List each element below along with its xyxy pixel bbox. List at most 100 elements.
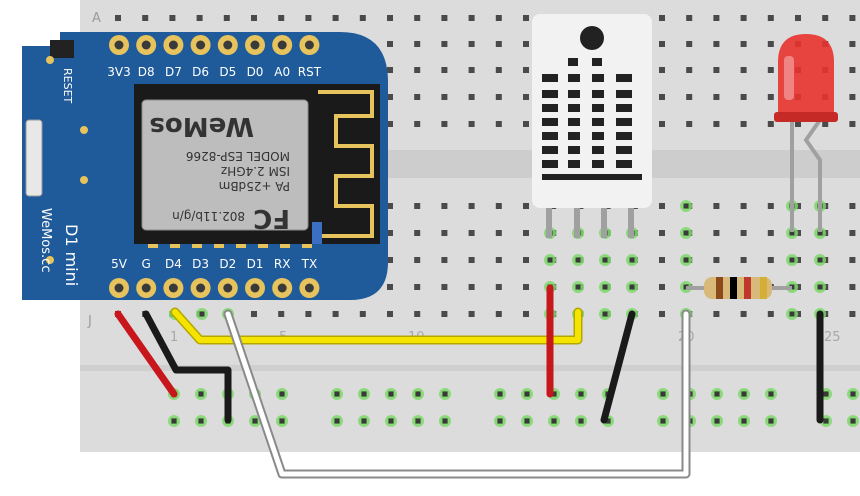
bottom-pin-pad-hole: [223, 283, 233, 293]
black-wire-ground: [142, 310, 232, 424]
breadboard-hole: [767, 41, 774, 47]
breadboard-hole: [441, 230, 448, 236]
connected-hole-center: [850, 391, 856, 397]
red-wire-power: [114, 310, 178, 398]
breadboard-hole: [849, 94, 856, 100]
breadboard-hole: [659, 94, 665, 100]
module-brand-label: WeMos: [149, 111, 254, 141]
breadboard-hole: [251, 311, 257, 317]
top-pin-label: D5: [219, 65, 236, 79]
bottom-pin-pad-hole: [304, 283, 314, 293]
pcb-antenna: [318, 90, 374, 238]
led-dome: [778, 34, 834, 120]
top-pin-label: D7: [165, 65, 182, 79]
bottom-pin-label: D3: [192, 257, 209, 271]
breadboard-hole: [740, 67, 747, 73]
grill-slot: [616, 146, 632, 154]
bottom-pin-label: RX: [274, 257, 291, 271]
bottom-pin-pad-hole: [196, 283, 206, 293]
breadboard-hole: [686, 15, 693, 21]
breadboard-hole: [713, 15, 720, 21]
breadboard-hole: [278, 15, 285, 21]
breadboard-hole: [414, 257, 421, 263]
bottom-pin-label: TX: [301, 257, 318, 271]
breadboard-hole: [441, 121, 448, 127]
connected-hole-center: [789, 257, 795, 263]
breadboard-hole: [523, 257, 529, 263]
breadboard-hole: [523, 284, 529, 290]
breadboard-hole: [495, 94, 502, 100]
breadboard-hole: [441, 41, 448, 47]
led-rim: [774, 112, 838, 122]
breadboard-hole: [849, 15, 856, 21]
connected-hole-center: [602, 257, 608, 263]
breadboard-hole: [414, 284, 421, 290]
breadboard-hole: [414, 203, 421, 209]
breadboard-hole: [305, 15, 312, 21]
grill-slot: [568, 132, 580, 140]
top-pin-label: 3V3: [107, 65, 130, 79]
breadboard-hole: [767, 67, 774, 73]
connected-hole-center: [524, 391, 530, 397]
breadboard-hole: [740, 203, 747, 209]
breadboard-hole: [659, 41, 665, 47]
grill-slot: [616, 90, 632, 98]
breadboard-hole: [767, 230, 774, 236]
grill-slot: [542, 160, 558, 168]
grill-slot: [616, 104, 632, 112]
breadboard-hole: [686, 41, 693, 47]
resistor-band: [730, 277, 737, 299]
connected-hole-center: [714, 391, 720, 397]
breadboard-hole: [523, 15, 529, 21]
connected-hole-center: [578, 391, 584, 397]
connected-hole-center: [361, 391, 367, 397]
breadboard-hole: [713, 121, 720, 127]
connected-hole-center: [334, 391, 340, 397]
dht-sensor: [532, 14, 652, 238]
breadboard-hole: [495, 67, 502, 73]
breadboard-hole: [169, 15, 176, 21]
breadboard-hole: [849, 257, 856, 263]
sensor-grill: [542, 58, 642, 180]
breadboard-hole: [387, 257, 393, 263]
grill-slot: [568, 58, 578, 66]
resistor: [686, 277, 792, 299]
board-name-label: D1 mini: [62, 224, 81, 286]
connected-hole-center: [279, 391, 285, 397]
breadboard-hole: [495, 15, 502, 21]
reset-button[interactable]: [50, 40, 74, 58]
connected-hole-center: [714, 418, 720, 424]
breadboard-hole: [468, 284, 475, 290]
grill-slot: [592, 160, 604, 168]
bottom-pin-label: D1: [247, 257, 264, 271]
breadboard-hole: [142, 15, 149, 21]
breadboard-hole: [468, 203, 475, 209]
mount-hole: [80, 126, 88, 134]
breadboard-hole: [767, 203, 774, 209]
connected-hole-center: [823, 418, 829, 424]
connected-hole-center: [789, 230, 795, 236]
breadboard-hole: [767, 311, 774, 317]
breadboard-hole: [468, 257, 475, 263]
breadboard-hole: [686, 94, 693, 100]
breadboard-hole: [849, 121, 856, 127]
breadboard-hole: [387, 67, 393, 73]
breadboard-hole: [523, 311, 529, 317]
grill-slot: [542, 146, 558, 154]
column-label-25: 25: [824, 330, 841, 345]
breadboard-hole: [414, 121, 421, 127]
breadboard-hole: [659, 15, 665, 21]
connected-hole-center: [442, 418, 448, 424]
breadboard-hole: [849, 284, 856, 290]
breadboard-hole: [387, 41, 393, 47]
grill-slot: [568, 90, 580, 98]
wires: [114, 284, 824, 479]
bottom-pin-pad-hole: [141, 283, 151, 293]
breadboard-hole: [822, 15, 829, 21]
reset-label: RESET: [61, 68, 74, 104]
connected-hole-center: [602, 311, 608, 317]
breadboard-hole: [495, 121, 502, 127]
module-cert-label: FC: [253, 203, 290, 233]
